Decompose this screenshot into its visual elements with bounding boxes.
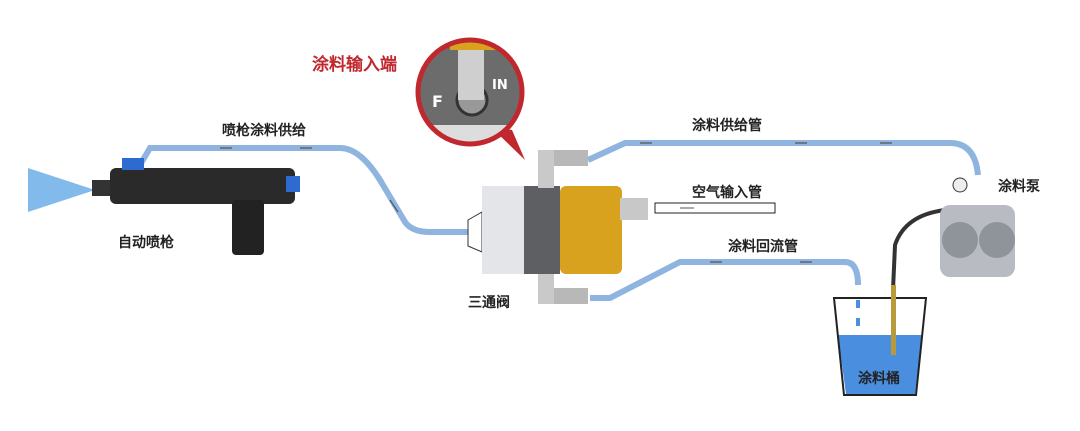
label-auto-gun: 自动喷枪 bbox=[118, 235, 174, 251]
gun-supply-pipe bbox=[137, 145, 472, 235]
inset-label-in: IN bbox=[492, 78, 508, 93]
pump-suction-hose bbox=[891, 208, 946, 291]
label-paint-bucket: 涂料桶 bbox=[858, 371, 900, 387]
inset-label-f: F bbox=[432, 92, 443, 111]
supply-pipe bbox=[586, 140, 981, 176]
spray-cone-icon bbox=[28, 168, 95, 212]
paint-inlet-inset bbox=[415, 37, 525, 160]
label-paint-inlet: 涂料输入端 bbox=[312, 55, 397, 75]
auto-spray-gun bbox=[92, 158, 300, 255]
return-pipe bbox=[590, 259, 861, 301]
label-pump: 涂料泵 bbox=[998, 179, 1040, 195]
paint-bucket bbox=[832, 285, 928, 396]
flow-arrows bbox=[220, 142, 892, 263]
label-supply-pipe: 涂料供给管 bbox=[692, 118, 762, 134]
three-way-valve bbox=[467, 150, 648, 304]
diaphragm-pump bbox=[940, 177, 1015, 277]
air-input-tube bbox=[654, 202, 776, 214]
label-three-way-valve: 三通阀 bbox=[468, 295, 510, 311]
label-air-pipe: 空气输入管 bbox=[692, 185, 762, 201]
label-return-pipe: 涂料回流管 bbox=[728, 239, 798, 255]
label-gun-supply: 喷枪涂料供给 bbox=[222, 123, 306, 139]
